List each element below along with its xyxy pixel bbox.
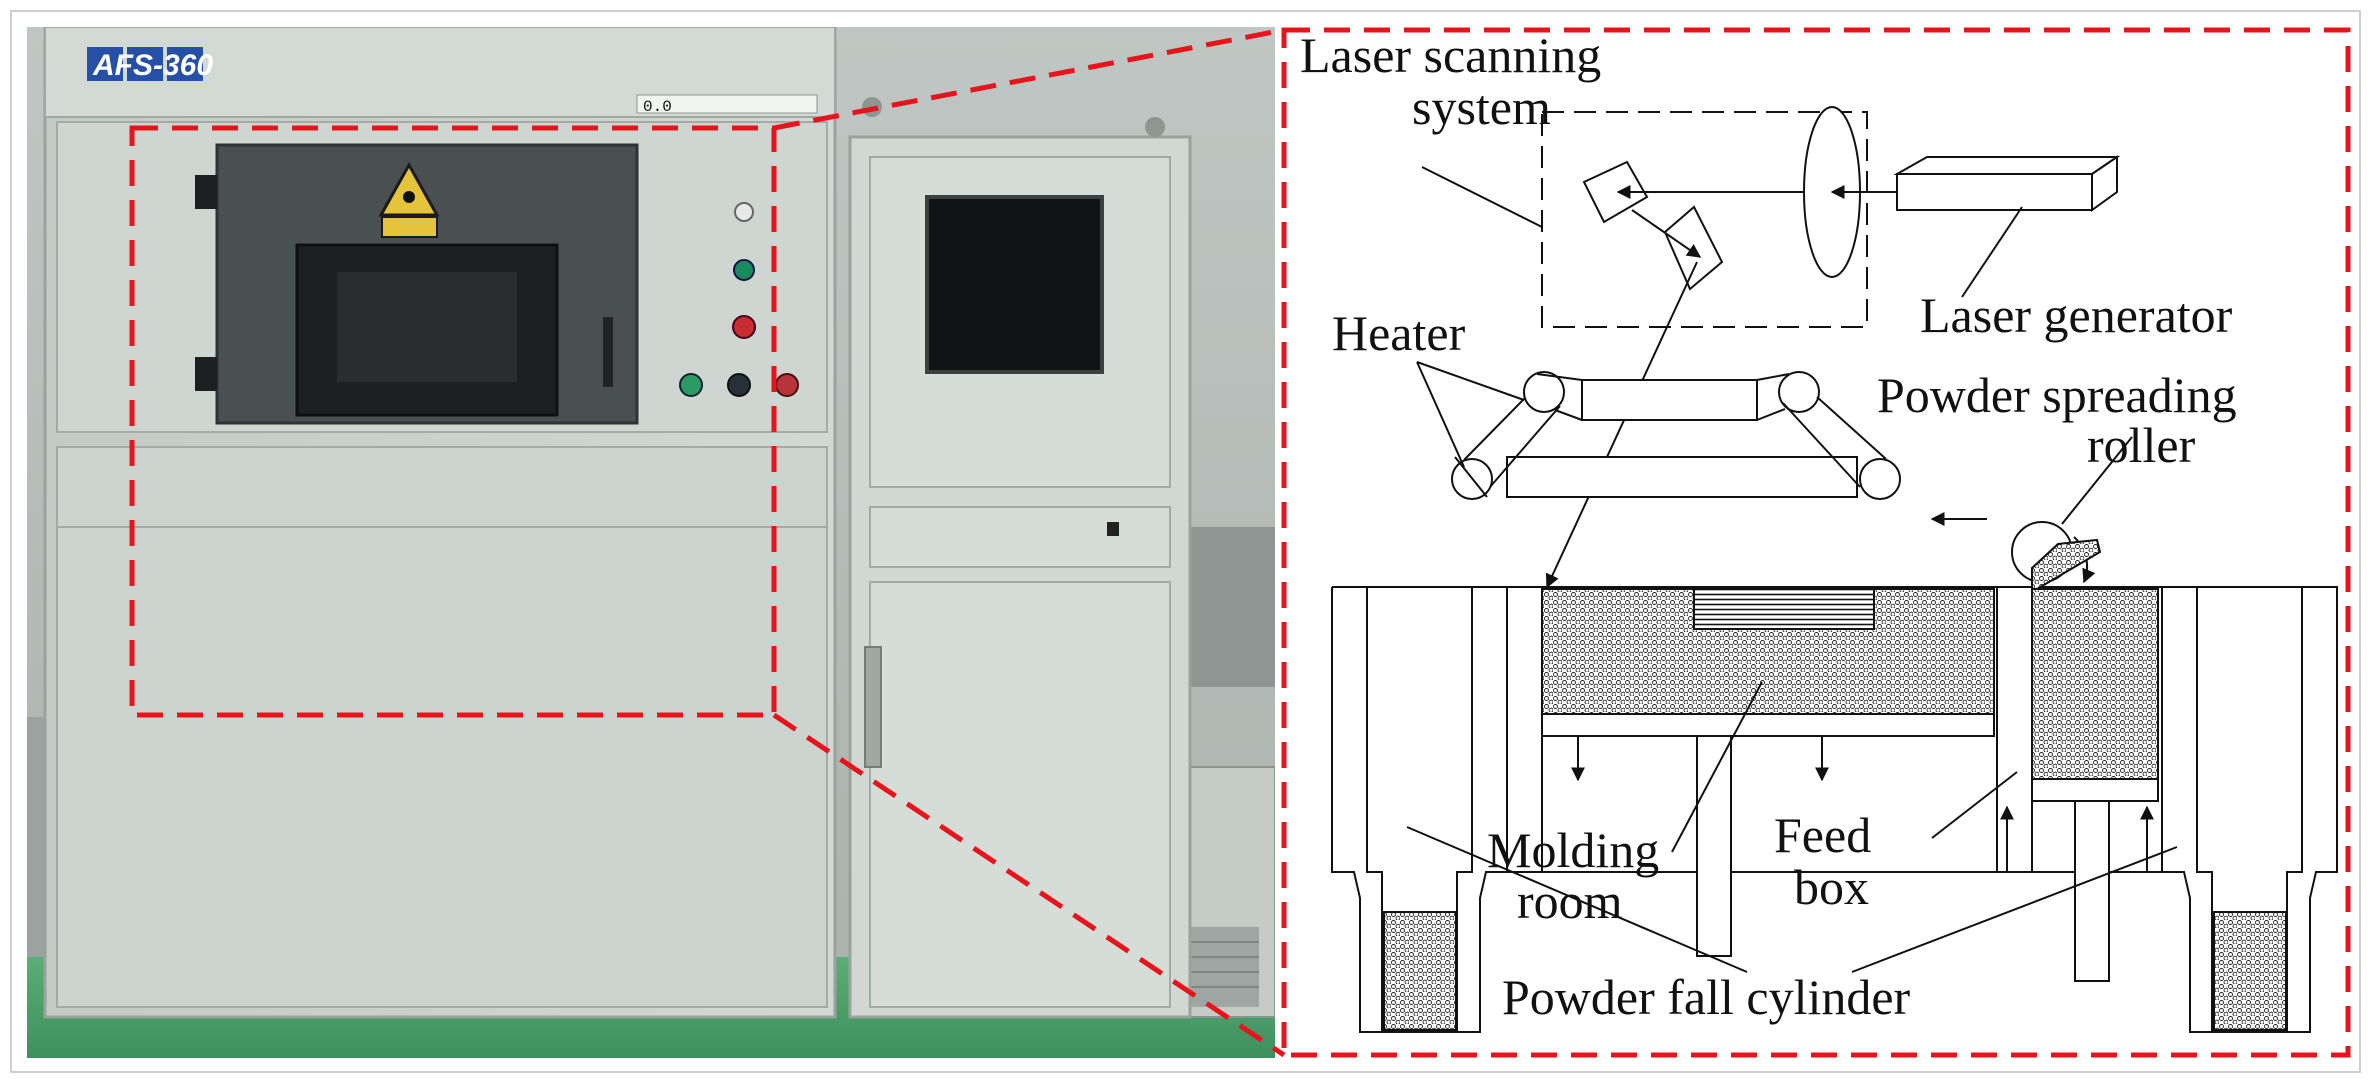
- label-feed-line1: Feed: [1774, 807, 1871, 863]
- door-handle: [603, 317, 613, 387]
- scan-mirror-2: [1663, 205, 1724, 291]
- label-powder-spreading-line1: Powder spreading: [1877, 367, 2237, 423]
- label-powder-fall-cylinder: Powder fall cylinder: [1502, 969, 1911, 1025]
- display-readout: 0.0: [643, 98, 672, 116]
- heater-upper: [1581, 379, 1758, 421]
- label-molding-line2: room: [1517, 873, 1623, 929]
- feed-piston: [2074, 800, 2110, 982]
- molding-platform: [1541, 713, 1995, 737]
- label-powder-spreading-line2: roller: [2087, 417, 2196, 473]
- label-laser-scanning-line2: system: [1412, 79, 1551, 135]
- indicator-light-green: [733, 259, 755, 281]
- label-feed-line2: box: [1794, 859, 1869, 915]
- feed-platform: [2031, 778, 2159, 802]
- label-heater: Heater: [1332, 305, 1466, 361]
- left-overflow-powder: [1383, 911, 1457, 1031]
- stop-button: [732, 315, 756, 339]
- label-laser-scanning-line1: Laser scanning: [1300, 32, 1601, 83]
- label-molding-line1: Molding: [1487, 822, 1659, 878]
- molding-piston: [1696, 735, 1732, 957]
- machine-photo: AFS-360 0.0: [27, 27, 1275, 1058]
- start-button: [679, 373, 703, 397]
- right-overflow-powder: [2213, 911, 2287, 1031]
- sls-schematic: Laser scanning system Laser generator He…: [1292, 32, 2342, 1052]
- indicator-light-white: [734, 202, 754, 222]
- feed-powder: [2031, 588, 2159, 780]
- cabinet-handle: [864, 646, 882, 768]
- mode-button: [727, 373, 751, 397]
- sintered-layers: [1693, 588, 1875, 630]
- model-label: AFS-360: [92, 49, 213, 82]
- heater-lower: [1506, 456, 1858, 498]
- reset-button: [775, 373, 799, 397]
- label-laser-generator: Laser generator: [1920, 287, 2233, 343]
- laser-generator-box: [1896, 173, 2093, 211]
- monitor-screen: [925, 195, 1104, 374]
